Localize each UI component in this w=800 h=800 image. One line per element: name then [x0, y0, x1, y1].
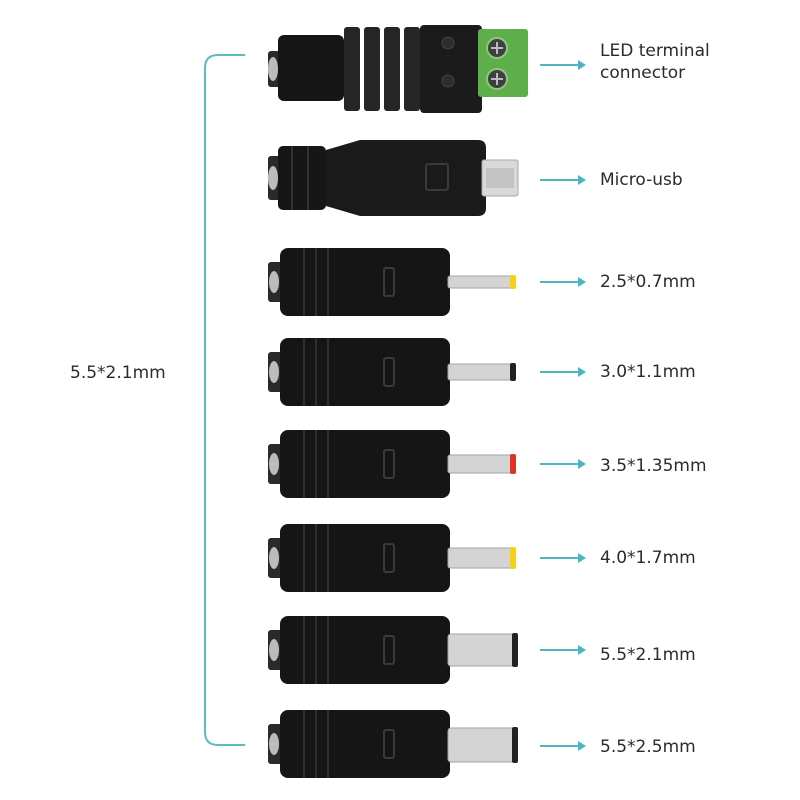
- pin-connector-5.5x2.1: [260, 610, 540, 690]
- label-size-5.5x2.5: 5.5*2.5mm: [600, 737, 696, 757]
- arrow-icon: [540, 645, 586, 655]
- pin-connector-3.5x1.35: [260, 424, 540, 504]
- input-size-label: 5.5*2.1mm: [70, 363, 166, 383]
- arrow-icon: [540, 367, 586, 377]
- arrow-icon: [540, 741, 586, 751]
- label-led-terminal-line1: LED terminal: [600, 41, 710, 61]
- pin-connector-5.5x2.5: [260, 704, 540, 784]
- label-size-3.5x1.35: 3.5*1.35mm: [600, 456, 707, 476]
- label-size-4.0x1.7: 4.0*1.7mm: [600, 548, 696, 568]
- pin-connector-4.0x1.7: [260, 518, 540, 598]
- label-size-2.5x0.7: 2.5*0.7mm: [600, 272, 696, 292]
- led-terminal-connector: [260, 23, 540, 113]
- arrow-icon: [540, 459, 586, 469]
- label-size-5.5x2.1: 5.5*2.1mm: [600, 645, 696, 665]
- arrow-icon: [540, 553, 586, 563]
- pin-connector-2.5x0.7: [260, 242, 540, 322]
- label-led-terminal-line2: connector: [600, 63, 686, 83]
- label-size-3.0x1.1: 3.0*1.1mm: [600, 362, 696, 382]
- pin-connector-3.0x1.1: [260, 332, 540, 412]
- arrow-icon: [540, 277, 586, 287]
- label-micro-usb: Micro-usb: [600, 170, 683, 190]
- arrow-icon: [540, 60, 586, 70]
- micro-usb-connector: [260, 138, 540, 218]
- arrow-icon: [540, 175, 586, 185]
